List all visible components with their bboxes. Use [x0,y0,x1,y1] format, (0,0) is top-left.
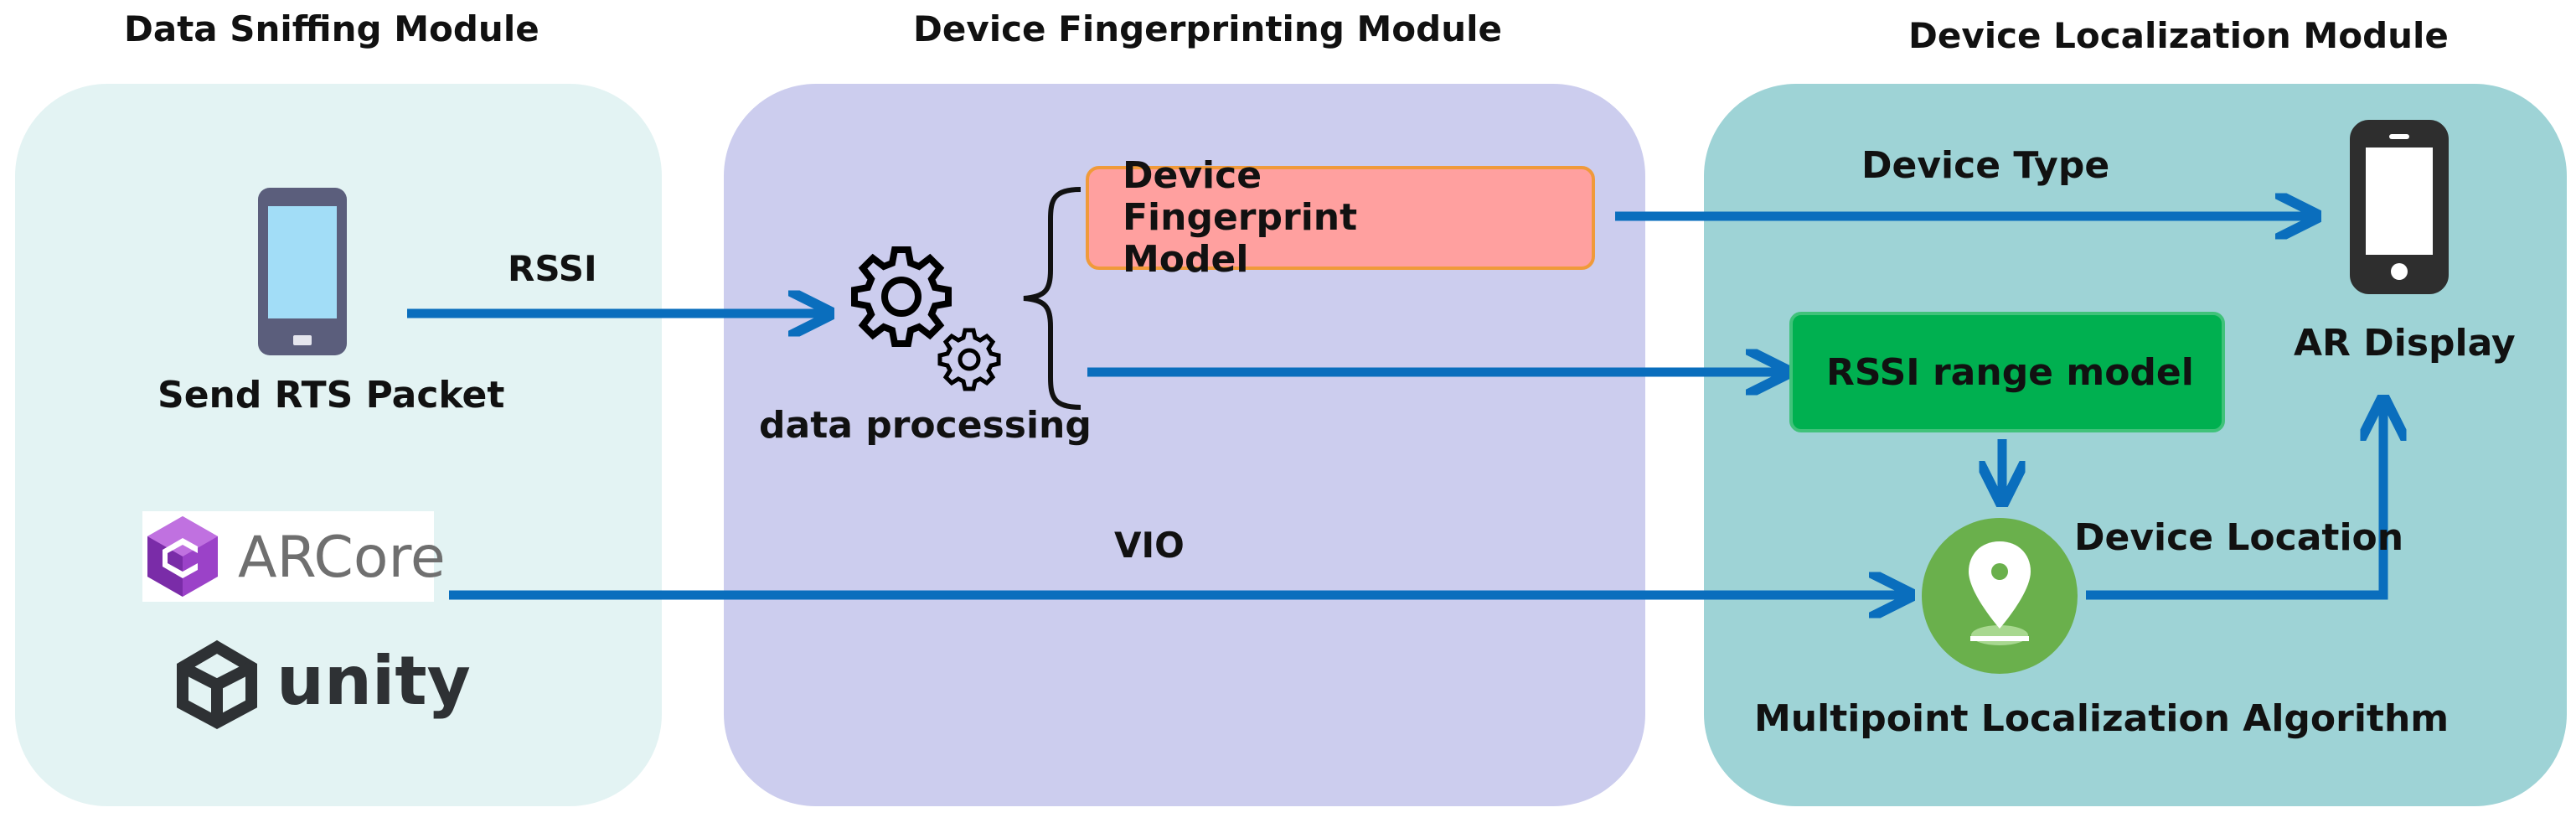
send-rts-packet-label: Send RTS Packet [157,374,505,417]
localization-module-title: Device Localization Module [1908,15,2449,56]
rssi-range-model-box: RSSI range model [1789,312,2225,432]
data-processing-label: data processing [759,404,1092,447]
vio-edge-label: VIO [1114,525,1185,566]
location-pin-icon [1922,518,2078,674]
device-location-arrow [2086,404,2383,600]
device-fingerprint-model-label: Device Fingerprint Model [1123,154,1358,281]
arcore-wordmark: ARCore [238,525,446,591]
device-fingerprint-model-box: Device Fingerprint Model [1086,155,1595,281]
fingerprinting-module-title: Device Fingerprinting Module [913,8,1503,49]
rssi-edge-label: RSSI [508,248,597,289]
ar-display-label: AR Display [2294,322,2516,365]
multipoint-localization-label: Multipoint Localization Algorithm [1754,697,2450,740]
unity-wordmark: unity [276,642,471,720]
ar-display-phone-icon [2349,119,2450,295]
smartphone-icon [256,186,348,357]
gears-icon [826,243,1002,394]
unity-logo: unity [173,639,471,731]
arcore-logo: ARCore [142,511,446,602]
grouping-brace [1023,187,1082,410]
device-type-edge-label: Device Type [1861,144,2110,187]
device-location-edge-label: Device Location [2074,516,2404,559]
sniffing-module-title: Data Sniffing Module [124,8,539,49]
rssi-range-model-label: RSSI range model [1826,350,2194,394]
